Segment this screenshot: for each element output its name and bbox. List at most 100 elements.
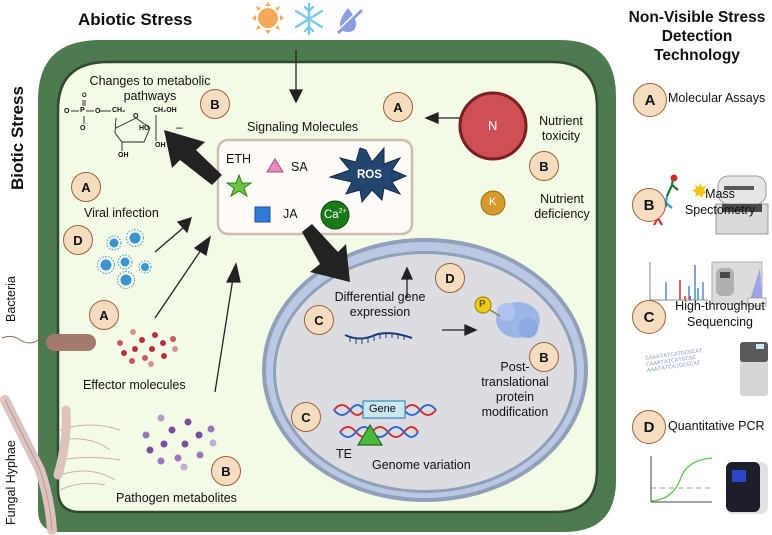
virus xyxy=(117,271,135,289)
heading-line: Non-Visible Stress xyxy=(628,9,766,26)
tech-badge-b: B xyxy=(632,188,666,222)
label-line: Nutrient xyxy=(540,192,584,206)
hypha-branch xyxy=(53,405,71,480)
tech-badge-a: A xyxy=(633,83,667,117)
label-line: Sequencing xyxy=(686,315,754,329)
target-burst-icon xyxy=(692,183,707,198)
tech-qpcr: Quantitative PCR xyxy=(668,419,765,433)
label-line: Changes to metabolic xyxy=(89,74,211,88)
potassium-label: K xyxy=(489,196,497,208)
atom: OH xyxy=(118,152,129,159)
potassium-circle xyxy=(480,190,506,216)
plate-reader-icon xyxy=(715,175,769,235)
heading-line: Detection xyxy=(661,28,733,45)
bond: – xyxy=(176,120,183,134)
atom: O xyxy=(82,93,87,99)
badge-viral-a: A xyxy=(71,172,101,202)
metabolic-pathways-label: Changes to metabolic pathways xyxy=(75,74,225,104)
sa-label: SA xyxy=(291,160,308,174)
nutrient-toxicity-label: Nutrient toxicity xyxy=(526,114,596,144)
abiotic-stress-heading: Abiotic Stress xyxy=(78,10,193,29)
label-line: expression xyxy=(349,305,411,319)
label-line: protein xyxy=(495,390,535,404)
badge-expression: C xyxy=(304,305,334,335)
badge-nutrient: B xyxy=(529,151,559,181)
calcium-symbol: Ca xyxy=(324,208,339,221)
bacterium xyxy=(46,334,96,351)
pathogen-metabolites xyxy=(142,414,217,471)
ptm-label: Post- translational protein modification xyxy=(470,360,560,420)
mass-spectrum-chart xyxy=(649,262,708,301)
calcium-charge: 2+ xyxy=(338,208,347,215)
bacterium-flagellum xyxy=(1,335,51,344)
atom: HO xyxy=(139,125,150,132)
arrow-head xyxy=(288,89,304,104)
atom: O xyxy=(80,125,86,132)
ros-label: ROS xyxy=(357,169,382,181)
badge-ptm-b: B xyxy=(529,342,559,372)
atom: CH₂ xyxy=(112,107,126,114)
nitrogen-circle xyxy=(458,91,528,161)
atom: OH xyxy=(155,142,166,149)
bacteria-label: Bacteria xyxy=(4,276,18,322)
sa-triangle-icon xyxy=(266,158,284,173)
pathogen-metabolites-label: Pathogen metabolites xyxy=(116,491,237,505)
virus xyxy=(126,229,144,247)
qpcr-curve-chart xyxy=(650,456,713,503)
viral-infection-label: Viral infection xyxy=(84,206,159,220)
genome-variation-label: Genome variation xyxy=(372,458,471,472)
tech-mass-spectometry: Mass Spectometry xyxy=(670,186,770,218)
badge-genome: C xyxy=(291,402,321,432)
virus xyxy=(106,235,122,251)
label-line: Spectometry xyxy=(684,203,756,217)
detection-technology-heading: Non-Visible Stress Detection Technology xyxy=(622,8,772,65)
te-label: TE xyxy=(336,447,352,461)
atom: O xyxy=(64,108,70,115)
phosphate-label: P xyxy=(479,299,486,310)
badge-pathogen: B xyxy=(211,456,241,486)
differential-expression-label: Differential gene expression xyxy=(330,290,430,320)
virus xyxy=(117,254,133,270)
dna-helix-te xyxy=(339,426,419,438)
badge-metabolic: B xyxy=(200,89,230,119)
label-line: Mass xyxy=(705,187,735,201)
atom: P xyxy=(80,107,85,114)
virus-cluster xyxy=(97,229,152,289)
virus xyxy=(138,260,152,274)
label-line: deficiency xyxy=(534,207,590,221)
sun-icon xyxy=(252,2,284,34)
badge-effector: A xyxy=(89,300,119,330)
calcium-label: Ca2+ xyxy=(324,208,347,221)
label-line: modification xyxy=(481,405,549,419)
ja-square-icon xyxy=(254,206,271,223)
tech-badge-c: C xyxy=(632,300,666,334)
label-line: Post- xyxy=(500,360,530,374)
signaling-molecules-title: Signaling Molecules xyxy=(247,120,359,134)
label-line: translational xyxy=(481,375,549,389)
eth-star-icon xyxy=(225,173,253,198)
effector-molecules xyxy=(117,329,178,367)
badge-ptm-d: D xyxy=(435,263,465,293)
badge-signaling: A xyxy=(383,92,413,122)
ja-label: JA xyxy=(283,207,298,221)
effector-molecules-label: Effector molecules xyxy=(83,378,186,392)
te-triangle-icon xyxy=(356,423,384,446)
gene-label: Gene xyxy=(369,403,396,415)
phosphate-circle xyxy=(474,296,492,314)
label-line: Nutrient xyxy=(539,114,583,128)
badge-viral-d: D xyxy=(63,225,93,255)
qpcr-machine-icon xyxy=(726,462,768,514)
drought-icon xyxy=(336,8,364,35)
mass-spectrometer-icon xyxy=(711,261,767,307)
biotic-stress-heading: Biotic Stress xyxy=(8,86,27,190)
atom: O xyxy=(133,113,139,120)
nutrient-deficiency-label: Nutrient deficiency xyxy=(524,192,600,222)
arrow-to-nucleus xyxy=(302,224,350,282)
snowflake-icon xyxy=(294,2,324,36)
label-line: High-throughput xyxy=(675,299,765,313)
label-line: pathways xyxy=(123,89,177,103)
atom: CH₂OH xyxy=(153,107,177,114)
label-line: toxicity xyxy=(541,129,581,143)
calcium-circle xyxy=(320,200,350,230)
fungal-hyphae-label: Fungal Hyphae xyxy=(4,440,18,525)
